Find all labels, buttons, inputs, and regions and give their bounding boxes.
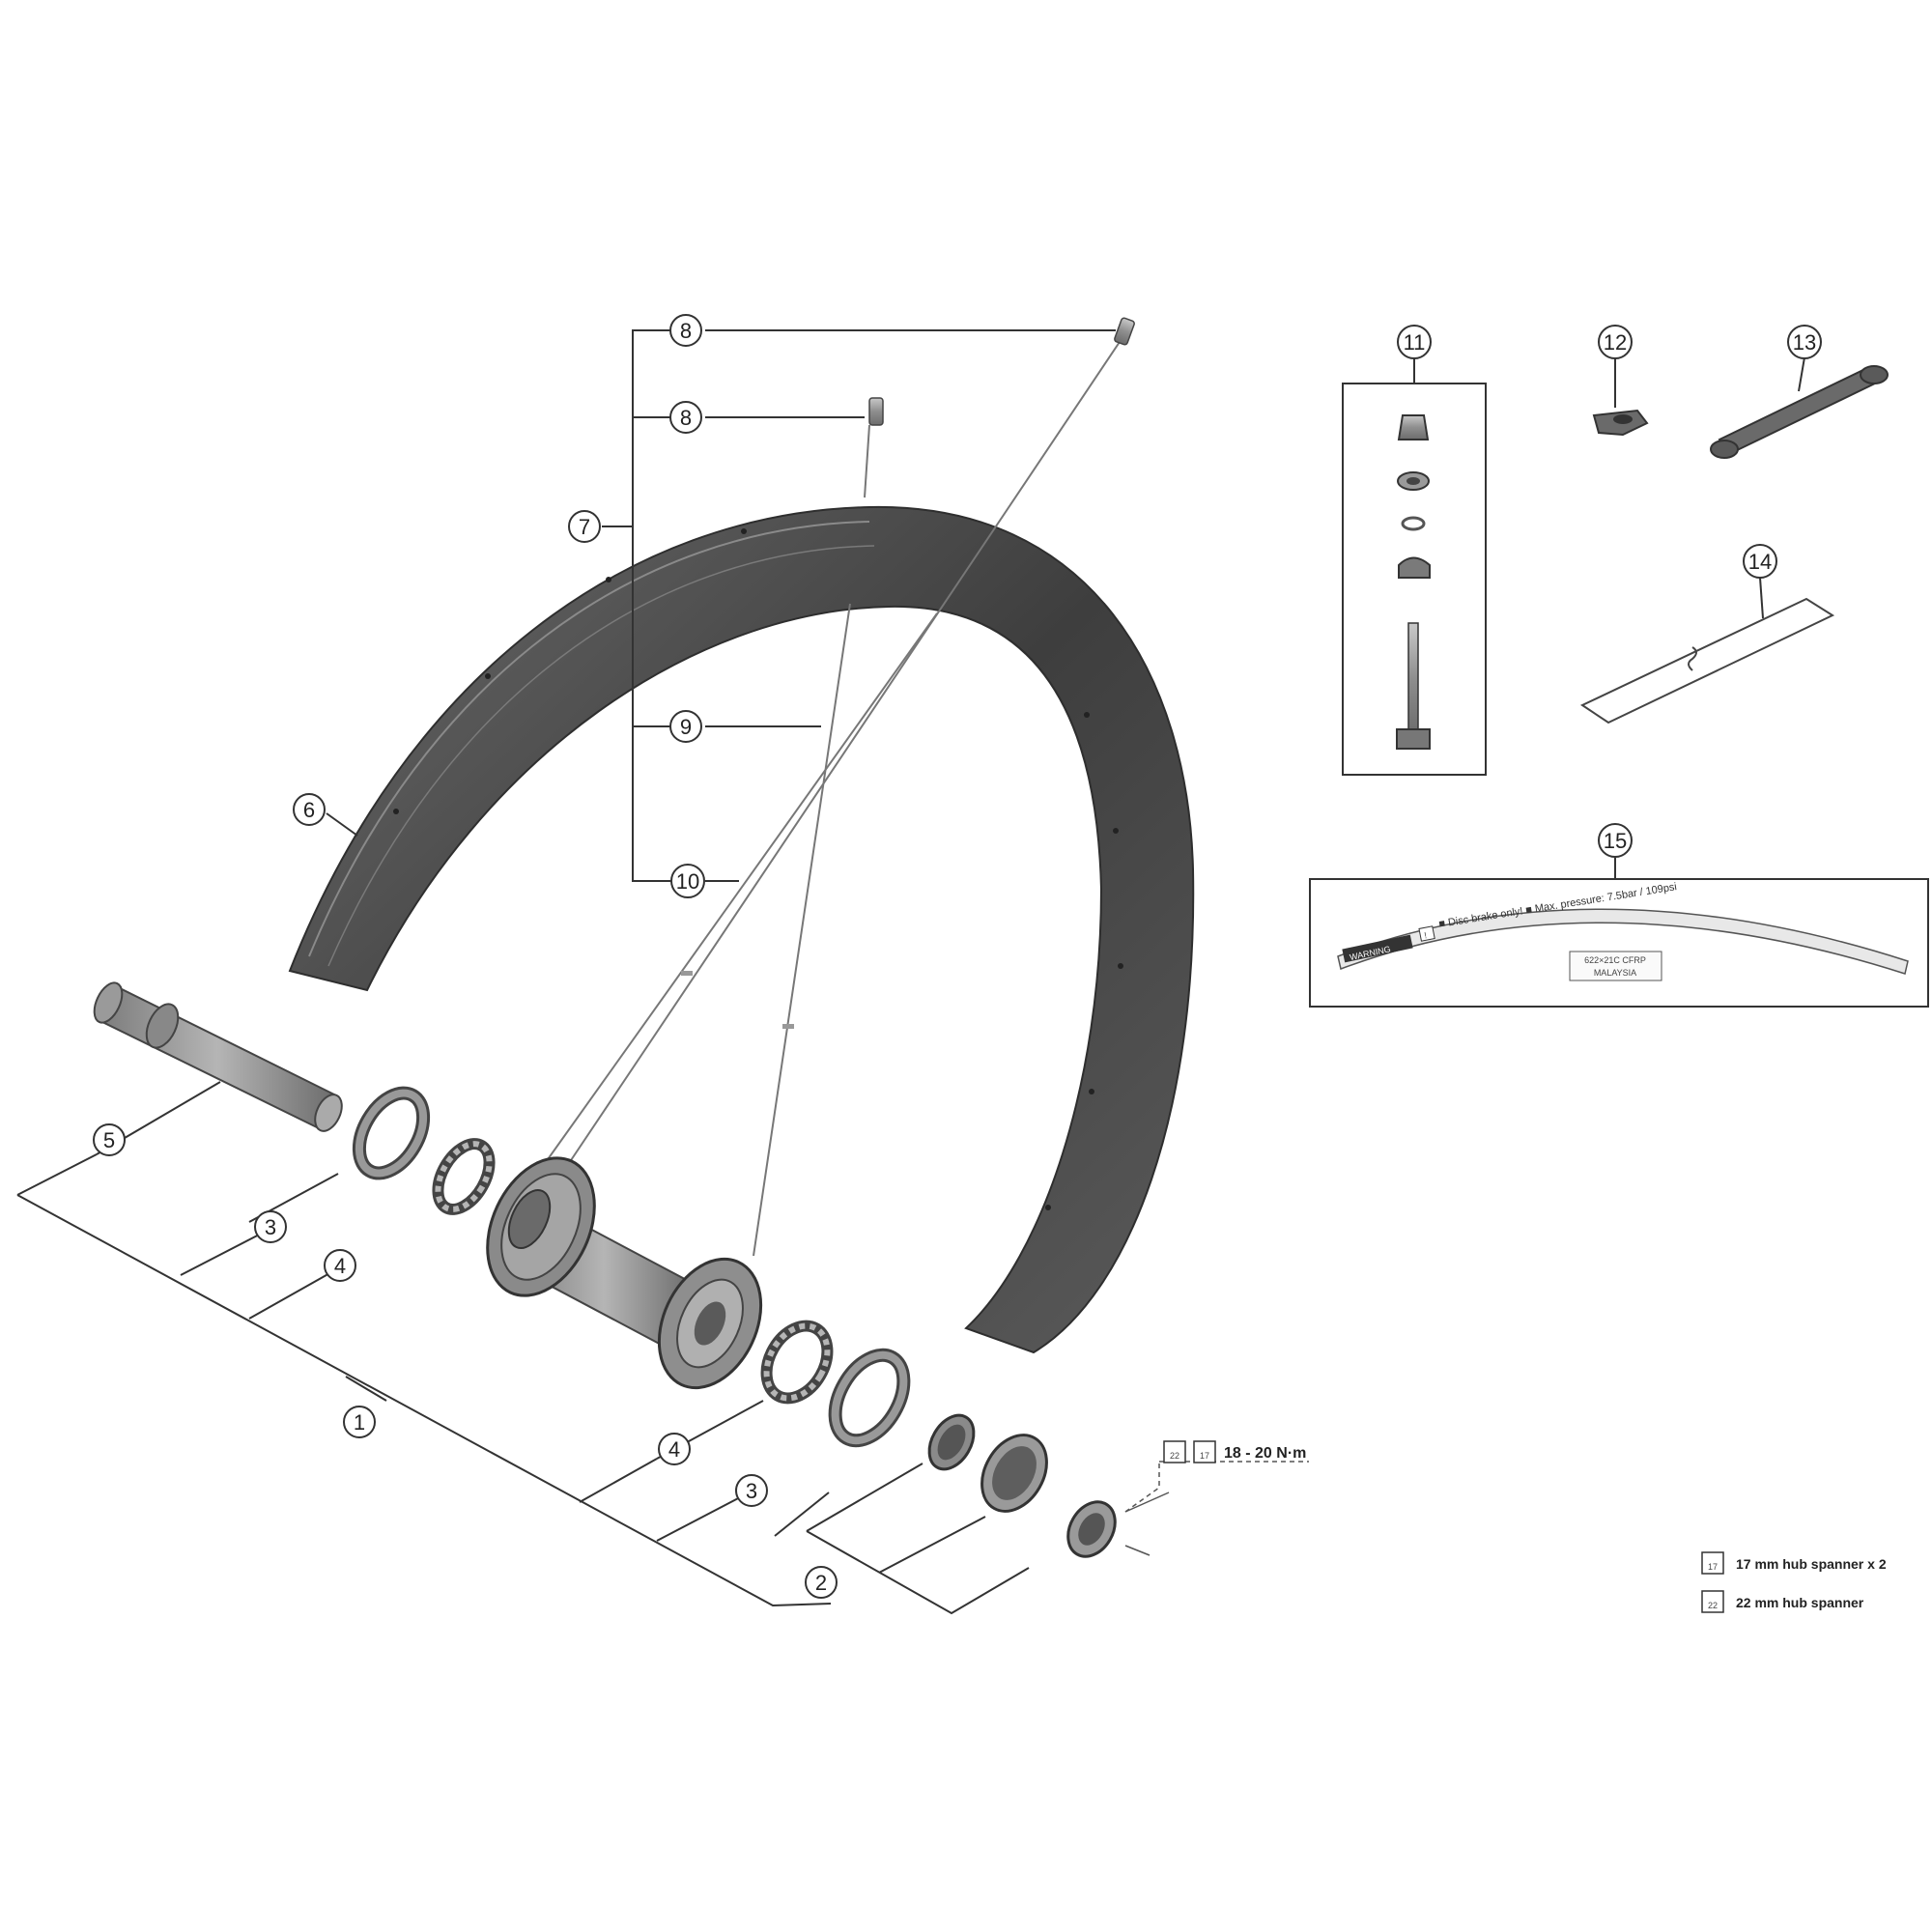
- callout-4-left: 4: [324, 1249, 356, 1282]
- callout-9: 9: [669, 710, 702, 743]
- lock-nut-1: [927, 1413, 976, 1471]
- svg-text:14: 14: [1748, 550, 1772, 574]
- callout-10: 10: [670, 864, 705, 898]
- svg-text:3: 3: [746, 1479, 757, 1503]
- rim-nut: [1592, 409, 1649, 437]
- svg-text:22: 22: [1708, 1601, 1718, 1610]
- callout-11: 11: [1397, 325, 1432, 359]
- callout-3-right: 3: [735, 1474, 768, 1507]
- svg-text:5: 5: [103, 1128, 115, 1152]
- svg-text:2: 2: [815, 1571, 827, 1595]
- wrench-22-icon: 22: [1163, 1440, 1186, 1463]
- decal-spec-block: 622×21C CFRP MALAYSIA: [1569, 951, 1662, 981]
- bearing-left: [432, 1138, 496, 1215]
- svg-text:11: 11: [1404, 330, 1426, 355]
- callout-1: 1: [343, 1406, 376, 1438]
- wrench-17-icon: 17: [1193, 1440, 1216, 1463]
- legend-item-22mm: 22 22 mm hub spanner: [1701, 1590, 1864, 1613]
- axle: [93, 981, 343, 1132]
- dust-cap-right: [828, 1348, 911, 1448]
- bearing-right: [760, 1320, 834, 1405]
- callout-15: 15: [1598, 823, 1633, 858]
- callout-7: 7: [568, 510, 601, 543]
- svg-text:17: 17: [1708, 1562, 1718, 1572]
- svg-text:6: 6: [303, 798, 315, 822]
- svg-text:15: 15: [1604, 829, 1627, 853]
- svg-text:8: 8: [680, 406, 692, 430]
- svg-text:4: 4: [668, 1437, 680, 1462]
- svg-text:MALAYSIA: MALAYSIA: [1594, 968, 1636, 978]
- wrench-22-legend-icon: [1701, 1590, 1724, 1613]
- callout-14: 14: [1743, 544, 1777, 579]
- callout-3-left: 3: [254, 1210, 287, 1243]
- spoke-group: [540, 332, 1126, 1257]
- callout-13: 13: [1787, 325, 1822, 359]
- dust-cap-left: [352, 1086, 431, 1180]
- callout-6: 6: [293, 793, 326, 826]
- hub-body: [486, 1156, 763, 1390]
- svg-text:22 mm hub spanner: 22 mm hub spanner: [1736, 1595, 1864, 1610]
- lock-nut-2: [980, 1434, 1048, 1513]
- rim-decal: [1337, 908, 1909, 975]
- tool-legend: 17 17 mm hub spanner x 2 22 22 mm hub sp…: [1701, 1551, 1887, 1613]
- rim-decal-frame: [1309, 878, 1929, 1008]
- torque-value: 18 - 20 N·m: [1224, 1445, 1306, 1462]
- callout-5: 5: [93, 1123, 126, 1156]
- svg-text:622×21C CFRP: 622×21C CFRP: [1584, 955, 1646, 965]
- rim-tape: [1579, 597, 1835, 724]
- svg-text:22: 22: [1170, 1451, 1179, 1461]
- svg-text:3: 3: [265, 1215, 276, 1239]
- callout-8-top: 8: [669, 314, 702, 347]
- callout-4-right: 4: [658, 1433, 691, 1465]
- callout-8-inner: 8: [669, 401, 702, 434]
- valve-parts: [1396, 414, 1431, 750]
- svg-text:13: 13: [1793, 330, 1816, 355]
- svg-text:!: !: [1423, 930, 1427, 940]
- spoke-nipple-outer: [1114, 317, 1135, 346]
- rim: [288, 505, 1195, 1354]
- end-cap: [1066, 1500, 1117, 1558]
- svg-text:1: 1: [354, 1410, 365, 1435]
- wrench-17-legend-icon: [1701, 1551, 1724, 1575]
- svg-text:17 mm hub spanner x 2: 17 mm hub spanner x 2: [1736, 1556, 1887, 1572]
- callout-12: 12: [1598, 325, 1633, 359]
- svg-text:17: 17: [1200, 1451, 1209, 1461]
- callout-2: 2: [805, 1566, 838, 1599]
- spoke-nipple-inner: [868, 397, 884, 426]
- legend-item-17mm: 17 17 mm hub spanner x 2: [1701, 1551, 1887, 1575]
- spoke-wrench: [1710, 365, 1889, 459]
- decal-warning-label: WARNING: [1342, 934, 1413, 963]
- svg-text:7: 7: [579, 515, 590, 539]
- decal-badge: !: [1418, 925, 1435, 942]
- torque-spec: 22 17 18 - 20 N·m: [1163, 1440, 1306, 1463]
- svg-text:9: 9: [680, 715, 692, 739]
- svg-text:12: 12: [1604, 330, 1627, 355]
- svg-text:4: 4: [334, 1254, 346, 1278]
- svg-text:8: 8: [680, 319, 692, 343]
- svg-text:10: 10: [676, 869, 699, 894]
